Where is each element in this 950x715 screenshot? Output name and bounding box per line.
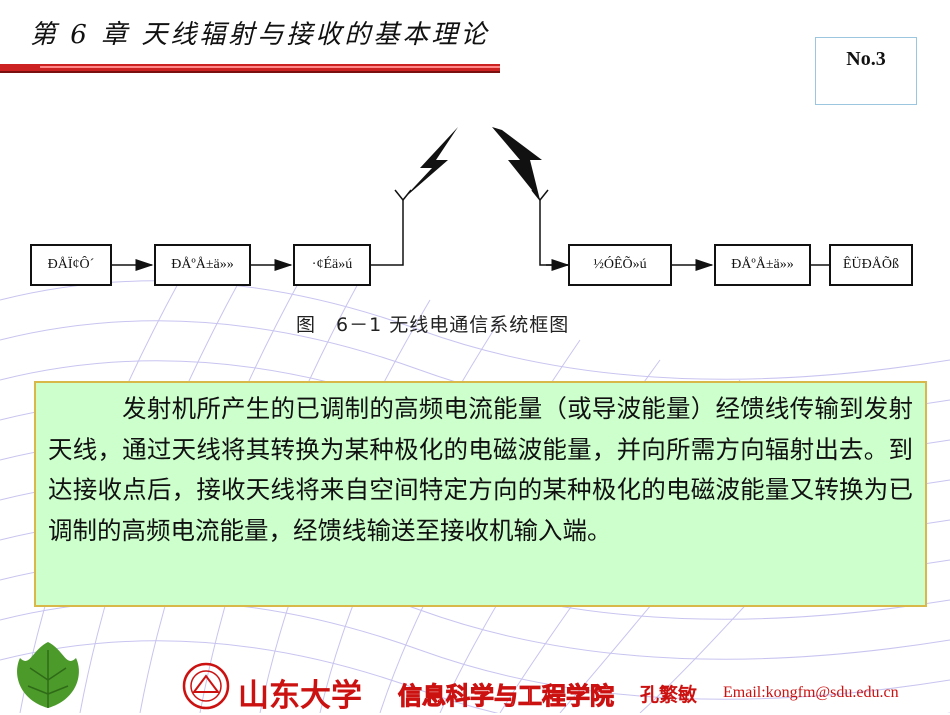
- antenna-icon: [394, 189, 412, 201]
- university-seal-icon: [182, 662, 230, 710]
- block-label: ÐÅºÅ±ä»»: [171, 257, 234, 272]
- block-label: ·¢Éä»ú: [311, 257, 353, 272]
- diagram-block-receiver: ½ÓÊÕ»ú: [568, 244, 672, 286]
- header-divider: [0, 64, 500, 73]
- explanation-text: 发射机所产生的已调制的高频电流能量（或导波能量）经馈线传输到发射天线，通过天线将…: [48, 394, 913, 545]
- block-label: ½ÓÊÕ»ú: [593, 257, 647, 272]
- diagram-block-sink: ÊÜÐÅÕß: [829, 244, 913, 286]
- lightning-bolt-icon: [402, 127, 458, 200]
- diagram-block-transform-2: ÐÅºÅ±ä»»: [714, 244, 811, 286]
- school-name: 信息科学与工程学院: [398, 681, 615, 711]
- university-name: 山东大学: [238, 678, 362, 714]
- page-number: No.3: [815, 37, 917, 105]
- diagram-block-transmitter: ·¢Éä»ú: [293, 244, 371, 286]
- author-email: Email:kongfm@sdu.edu.cn: [723, 684, 899, 701]
- block-label: ÐÅÏ¢Ô´: [47, 257, 95, 272]
- explanation-textbox: 发射机所产生的已调制的高频电流能量（或导波能量）经馈线传输到发射天线，通过天线将…: [34, 381, 927, 607]
- block-label: ÊÜÐÅÕß: [843, 257, 899, 272]
- figure-caption: 图 6－1 无线电通信系统框图: [296, 314, 570, 336]
- chapter-title: 第 6 章 天线辐射与接收的基本理论: [30, 20, 490, 50]
- author-name: 孔繁敏: [640, 684, 698, 706]
- leaf-icon: [17, 642, 79, 708]
- diagram-block-transform: ÐÅºÅ±ä»»: [154, 244, 251, 286]
- block-label: ÐÅºÅ±ä»»: [731, 257, 794, 272]
- lightning-bolt-icon: [492, 127, 542, 200]
- diagram-block-source: ÐÅÏ¢Ô´: [30, 244, 112, 286]
